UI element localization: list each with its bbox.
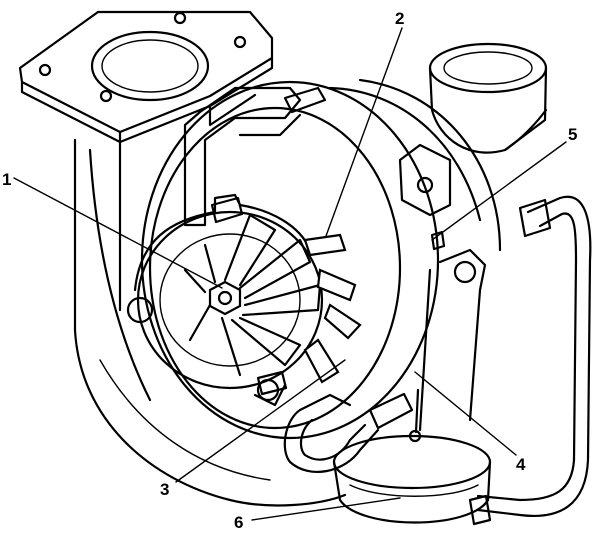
impeller-wheel [183,213,362,384]
leader-lines [13,27,567,521]
mounting-bracket [183,86,327,227]
side-bracket [398,143,452,217]
turbine-housing [73,93,347,507]
leader-line-2 [325,27,403,237]
leader-line-1 [13,177,223,289]
callout-2: 2 [395,9,404,28]
compressor-outlet [428,42,548,154]
exhaust-inlet-flange [18,10,274,144]
callout-6: 6 [234,513,243,532]
callout-3: 3 [160,480,169,499]
leader-line-4 [414,371,517,456]
leader-line-5 [431,141,567,241]
leader-line-3 [175,359,346,483]
wastegate-actuator [332,434,492,524]
oil-hose [468,195,592,526]
pressure-line [283,392,414,473]
leader-line-6 [251,497,401,521]
callout-labels: 1 2 3 4 5 6 [2,9,577,532]
callout-4: 4 [516,455,526,474]
callout-5: 5 [568,125,577,144]
studs [210,196,288,396]
actuator-assembly [408,230,487,443]
callout-1: 1 [2,170,11,189]
